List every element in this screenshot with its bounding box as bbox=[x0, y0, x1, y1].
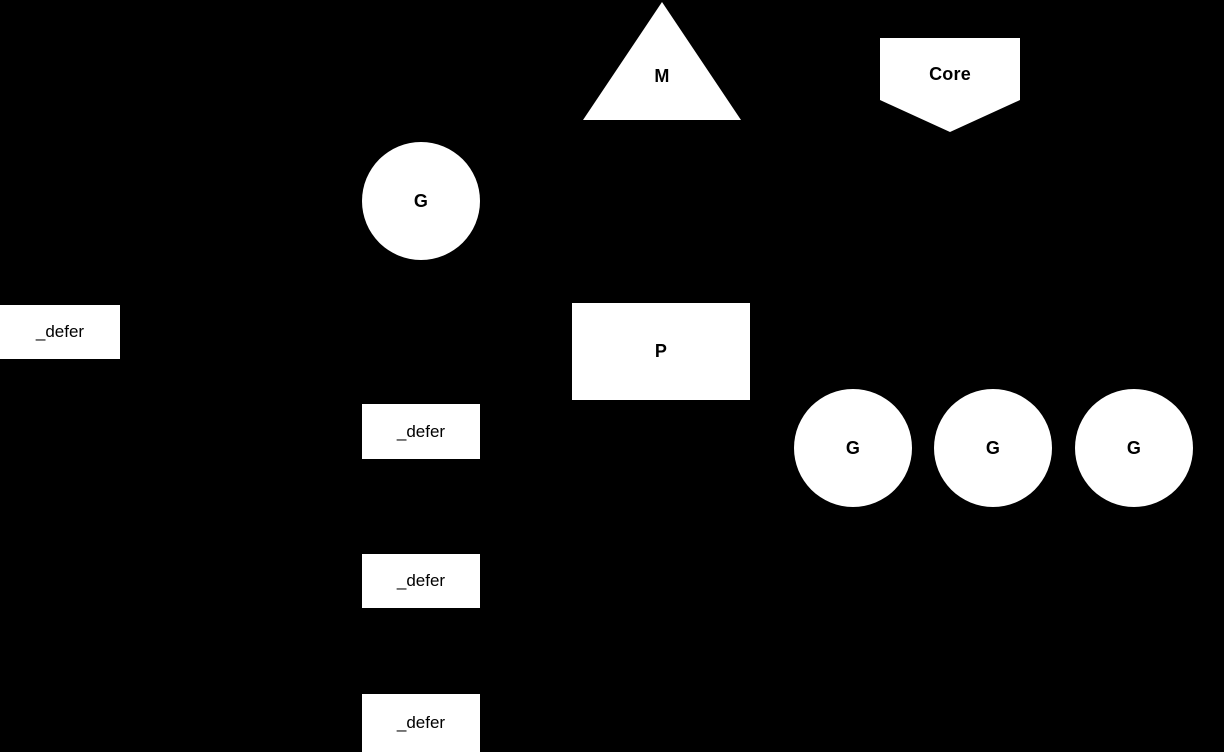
defer-2-label: _defer bbox=[396, 571, 446, 590]
defer-record-left: _defer bbox=[0, 305, 120, 359]
defer-record-3: _defer bbox=[362, 694, 480, 752]
p-processor-label: P bbox=[654, 341, 668, 361]
defer-1-label: _defer bbox=[396, 421, 446, 441]
defer-3-label: _defer bbox=[396, 713, 446, 732]
goroutine-3-label: G bbox=[1126, 437, 1142, 458]
core-banner: Core bbox=[880, 38, 1020, 132]
p-processor-rect: P bbox=[572, 303, 750, 400]
core-label: Core bbox=[929, 64, 971, 84]
defer-record-1: _defer bbox=[362, 404, 480, 459]
goroutine-circle-top: G bbox=[362, 142, 480, 260]
goroutine-1-label: G bbox=[845, 437, 861, 458]
m-thread-label: M bbox=[654, 66, 670, 86]
goroutine-circle-1: G bbox=[794, 389, 912, 507]
goroutine-top-label: G bbox=[413, 190, 429, 211]
goroutine-circle-2: G bbox=[934, 389, 1052, 507]
goroutine-circle-3: G bbox=[1075, 389, 1193, 507]
defer-left-label: _defer bbox=[35, 322, 85, 341]
m-thread-triangle: M bbox=[583, 2, 741, 120]
goroutine-2-label: G bbox=[985, 437, 1001, 458]
defer-record-2: _defer bbox=[362, 554, 480, 608]
